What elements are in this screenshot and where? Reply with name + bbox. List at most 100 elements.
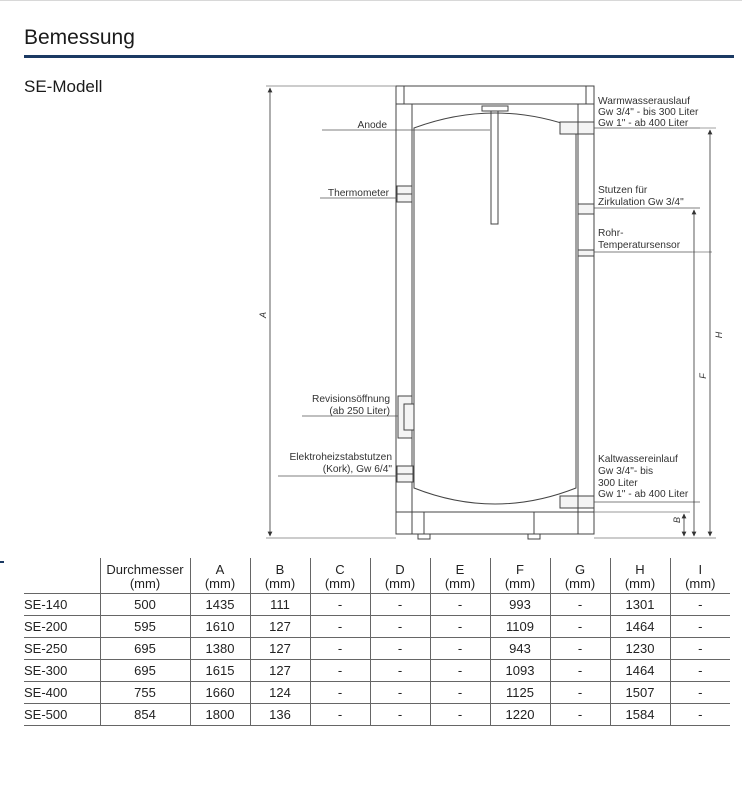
table-cell: SE-200: [24, 615, 101, 638]
table-cell: -: [370, 615, 431, 638]
table-cell: 943: [490, 637, 551, 660]
table-cell: -: [550, 659, 611, 682]
table-cell: 1093: [490, 659, 551, 682]
cold-label-1: Kaltwassereinlauf: [598, 454, 678, 465]
table-cell: -: [550, 703, 611, 726]
table-row: SE-250 695 1380 127 - - - 943 - 1230 -: [24, 637, 730, 660]
table-cell: 1230: [610, 637, 671, 660]
hot-label-1: Warmwasserauslauf: [598, 96, 690, 107]
table-cell: 124: [250, 681, 311, 704]
table-cell: -: [670, 637, 730, 660]
dimension-a-label: A: [258, 312, 268, 319]
dimension-b-label: B: [672, 517, 682, 523]
table-cell: 1660: [190, 681, 251, 704]
cold-label-4: Gw 1" - ab 400 Liter: [598, 489, 689, 500]
heater-label-1: Elektroheizstabstutzen: [290, 452, 393, 463]
table-cell: 595: [100, 615, 191, 638]
header-c: C(mm): [310, 558, 371, 594]
table-cell: 1800: [190, 703, 251, 726]
header-f: F(mm): [490, 558, 551, 594]
sensor-label-1: Rohr-: [598, 228, 623, 239]
heater-label-2: (Kork), Gw 6/4": [323, 464, 393, 475]
revision-opening: [397, 395, 415, 439]
table-cell: SE-500: [24, 703, 101, 726]
table-cell: -: [670, 615, 730, 638]
table-cell: -: [310, 659, 371, 682]
table-row: SE-200 595 1610 127 - - - 1109 - 1464 -: [24, 615, 730, 638]
table-cell: -: [370, 593, 431, 616]
hot-label-3: Gw 1" - ab 400 Liter: [598, 118, 689, 129]
table-cell: 111: [250, 593, 311, 616]
header-b: B(mm): [250, 558, 311, 594]
table-cell: 1380: [190, 637, 251, 660]
table-cell: 1125: [490, 681, 551, 704]
table-cell: SE-140: [24, 593, 101, 616]
table-cell: 127: [250, 659, 311, 682]
circulation-fitting: [577, 203, 595, 215]
table-cell: -: [370, 659, 431, 682]
table-cell: -: [430, 659, 491, 682]
table-cell: -: [370, 637, 431, 660]
revision-label-1: Revisionsöffnung: [312, 394, 390, 405]
circulation-label-2: Zirkulation Gw 3/4": [598, 197, 684, 208]
table-row: SE-300 695 1615 127 - - - 1093 - 1464 -: [24, 659, 730, 682]
table-cell: 1464: [610, 615, 671, 638]
table-cell: 1464: [610, 659, 671, 682]
cold-water-inlet: [559, 495, 595, 509]
table-cell: -: [670, 681, 730, 704]
top-border: [0, 0, 742, 1]
table-cell: -: [670, 703, 730, 726]
margin-marker: [0, 561, 4, 563]
header-diameter: Durchmesser(mm): [100, 558, 191, 594]
table-cell: -: [310, 681, 371, 704]
table-cell: 500: [100, 593, 191, 616]
section-divider: [24, 55, 734, 58]
table-cell: 1220: [490, 703, 551, 726]
table-row: SE-400 755 1660 124 - - - 1125 - 1507 -: [24, 681, 730, 704]
cold-label-3: 300 Liter: [598, 478, 638, 489]
table-cell: -: [430, 703, 491, 726]
table-cell: 127: [250, 615, 311, 638]
table-cell: -: [310, 703, 371, 726]
section-title: Bemessung: [24, 26, 135, 49]
dimension-f-label: F: [698, 373, 708, 379]
table-cell: -: [310, 615, 371, 638]
table-cell: -: [430, 615, 491, 638]
header-d: D(mm): [370, 558, 431, 594]
tank-technical-drawing: A H F B Anode Thermometer Revisionsöffnu…: [258, 85, 724, 540]
table-cell: 136: [250, 703, 311, 726]
tank-feet: [417, 512, 541, 540]
table-cell: 755: [100, 681, 191, 704]
sensor-label-2: Temperatursensor: [598, 240, 681, 251]
model-title: SE-Modell: [24, 77, 103, 96]
table-header-row: Durchmesser(mm) A(mm) B(mm) C(mm) D(mm) …: [24, 558, 730, 594]
header-g: G(mm): [550, 558, 611, 594]
table-cell: 1584: [610, 703, 671, 726]
header-a: A(mm): [190, 558, 251, 594]
table-cell: 854: [100, 703, 191, 726]
table-cell: 993: [490, 593, 551, 616]
thermometer-fitting: [396, 185, 413, 203]
table-cell: 1507: [610, 681, 671, 704]
table-cell: -: [670, 593, 730, 616]
thermometer-label: Thermometer: [328, 188, 390, 199]
tank-vessel: [413, 112, 577, 505]
hot-water-outlet: [559, 121, 595, 135]
revision-label-2: (ab 250 Liter): [329, 406, 390, 417]
table-cell: SE-300: [24, 659, 101, 682]
table-cell: -: [430, 593, 491, 616]
header-i: I(mm): [670, 558, 730, 594]
sensor-fitting: [577, 249, 595, 257]
table-cell: 695: [100, 637, 191, 660]
table-cell: -: [310, 637, 371, 660]
heater-fitting: [396, 465, 414, 483]
table-cell: -: [550, 593, 611, 616]
table-cell: -: [370, 681, 431, 704]
table-cell: -: [670, 659, 730, 682]
table-cell: 1301: [610, 593, 671, 616]
table-cell: -: [430, 681, 491, 704]
hot-label-2: Gw 3/4" - bis 300 Liter: [598, 107, 699, 118]
table-row: SE-500 854 1800 136 - - - 1220 - 1584 -: [24, 703, 730, 726]
table-cell: 1610: [190, 615, 251, 638]
dimensions-table: Durchmesser(mm) A(mm) B(mm) C(mm) D(mm) …: [24, 558, 730, 726]
